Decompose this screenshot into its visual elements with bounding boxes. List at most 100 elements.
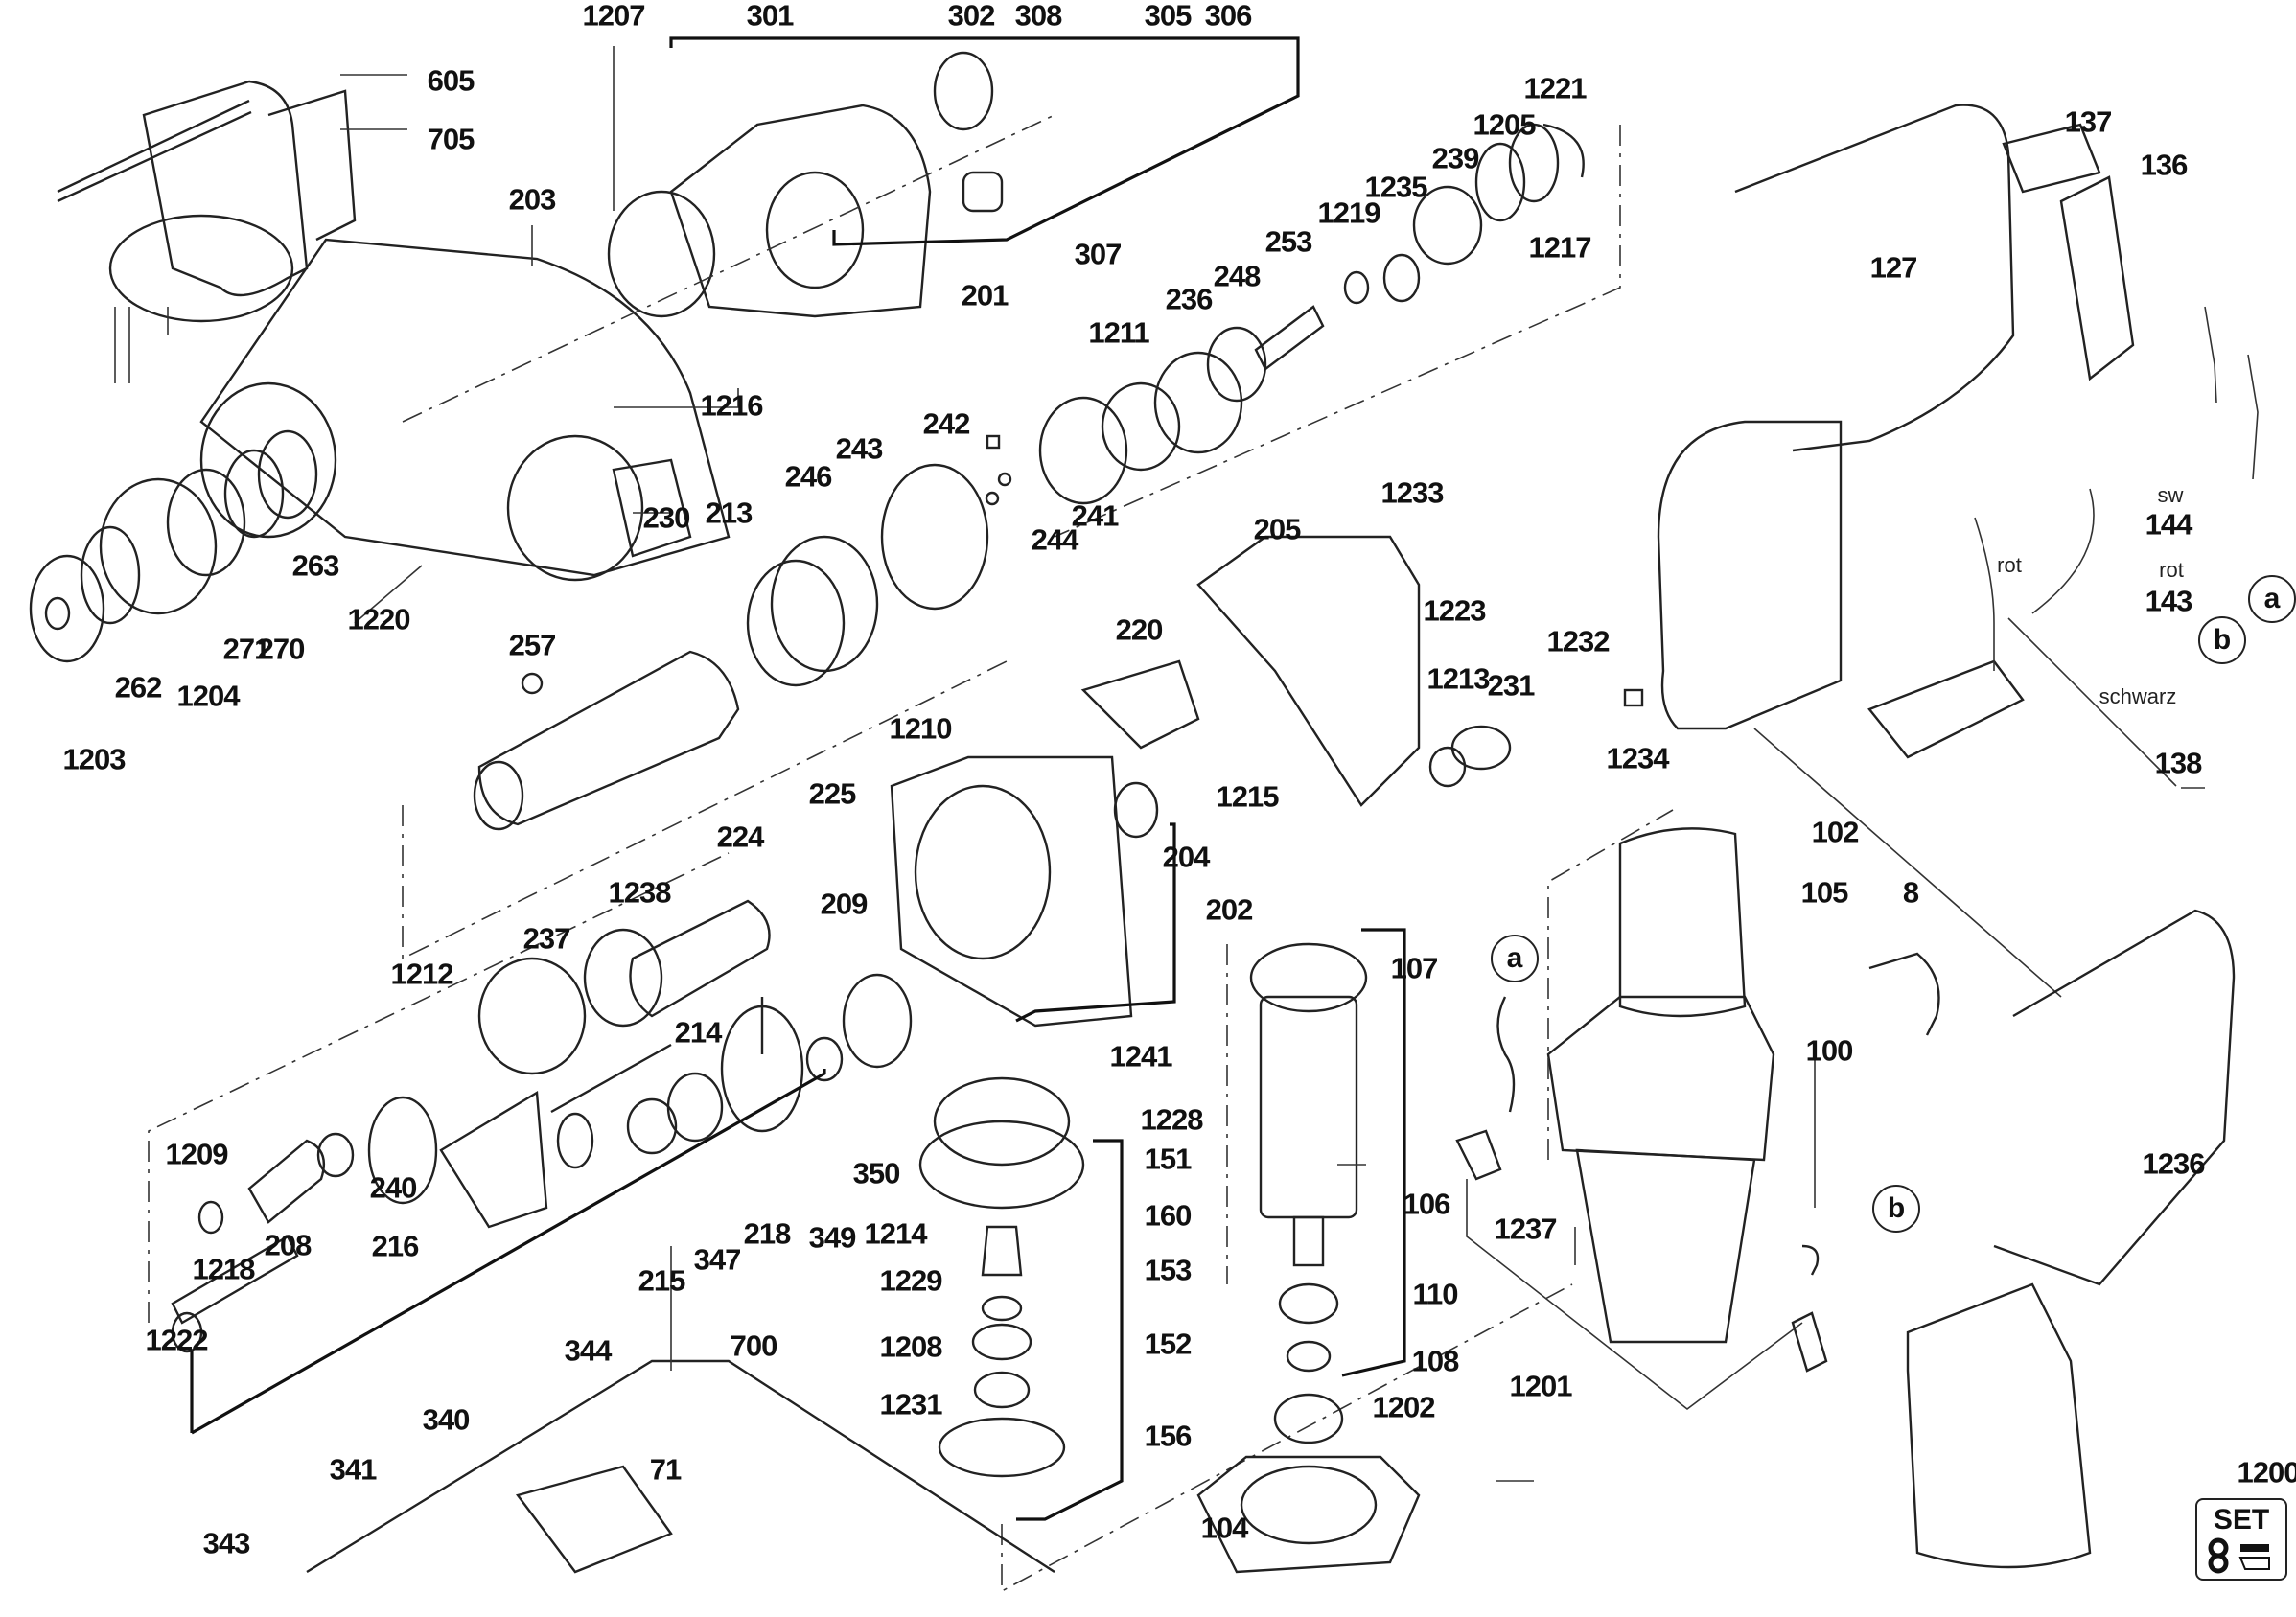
part-label: 1237 xyxy=(1494,1212,1558,1246)
part-label: 270 xyxy=(257,632,306,666)
wire-label-sw: sw xyxy=(2157,483,2184,507)
part-label: 110 xyxy=(1412,1277,1458,1311)
rear-handle xyxy=(1657,104,2259,1569)
part-label: 104 xyxy=(1200,1511,1249,1545)
part-label: 1228 xyxy=(1140,1102,1204,1137)
part-label: 1235 xyxy=(1364,170,1428,204)
part-label: 220 xyxy=(1115,612,1164,647)
part-label: 160 xyxy=(1144,1198,1193,1233)
part-label: 143 xyxy=(2145,584,2193,618)
part-label: 203 xyxy=(508,182,557,217)
part-label: 248 xyxy=(1213,259,1262,293)
part-label: 1200 xyxy=(2237,1455,2296,1490)
part-label: 136 xyxy=(2140,148,2189,182)
motor-housing xyxy=(1455,809,1940,1411)
part-label: 1214 xyxy=(864,1216,928,1251)
part-label: 239 xyxy=(1431,141,1480,175)
part-label: 106 xyxy=(1403,1187,1451,1221)
part-label: 208 xyxy=(264,1228,313,1262)
part-label: 137 xyxy=(2064,104,2113,139)
part-label: 341 xyxy=(329,1452,378,1487)
leader-lines xyxy=(340,46,1534,1482)
part-label: 201 xyxy=(961,278,1009,312)
part-label: 1218 xyxy=(192,1252,256,1286)
set-badge: SET xyxy=(2195,1498,2287,1581)
part-label: 1209 xyxy=(165,1137,229,1171)
part-label: 225 xyxy=(808,776,857,811)
part-label: 71 xyxy=(649,1452,682,1487)
part-label: 257 xyxy=(508,628,557,662)
part-label: 242 xyxy=(922,406,971,441)
part-label: 1211 xyxy=(1088,315,1149,350)
set-parts-icon xyxy=(2208,1537,2270,1574)
part-label: 8 xyxy=(1902,875,1919,910)
part-label: 209 xyxy=(820,887,869,921)
clutch-gears xyxy=(746,396,1128,687)
part-label: 1212 xyxy=(390,957,454,991)
part-label: 224 xyxy=(716,820,765,854)
part-label: 1231 xyxy=(879,1387,943,1421)
part-label: 213 xyxy=(705,496,754,530)
wire-label-schwarz: schwarz xyxy=(2099,684,2177,708)
impact-mechanism xyxy=(1054,123,1621,538)
part-label: 244 xyxy=(1031,522,1079,557)
part-label: 302 xyxy=(947,0,996,33)
part-label: 205 xyxy=(1253,512,1302,546)
part-label: 1236 xyxy=(2142,1146,2206,1181)
part-label: 214 xyxy=(674,1015,723,1050)
part-label: 344 xyxy=(564,1333,613,1368)
part-label: 1232 xyxy=(1546,624,1611,658)
part-label: 271 xyxy=(222,632,271,666)
connector-marker-b: b xyxy=(2198,616,2246,664)
part-label: 153 xyxy=(1144,1253,1193,1287)
part-label: 1213 xyxy=(1426,661,1491,696)
part-label: 202 xyxy=(1205,892,1254,927)
wire-label-rot-b: rot xyxy=(2159,558,2184,582)
part-label: 105 xyxy=(1800,875,1849,910)
intermediate-housing xyxy=(890,755,1176,1028)
part-label: 230 xyxy=(642,500,691,535)
part-label: 1222 xyxy=(145,1323,209,1357)
part-label: 1201 xyxy=(1509,1369,1573,1403)
part-label: 237 xyxy=(522,921,571,956)
part-label: 1223 xyxy=(1423,593,1487,628)
part-label: 306 xyxy=(1204,0,1253,33)
wire-label-rot-a: rot xyxy=(1997,553,2022,577)
part-label: 1216 xyxy=(700,388,764,423)
armature xyxy=(1196,928,1421,1574)
part-label: 100 xyxy=(1805,1033,1854,1068)
part-label: 156 xyxy=(1144,1419,1193,1453)
part-label: 138 xyxy=(2154,746,2203,780)
part-label: 1203 xyxy=(62,742,127,776)
connector-marker-a-lower: a xyxy=(1491,935,1539,982)
part-label: 1220 xyxy=(347,602,411,636)
carry-case xyxy=(306,1246,1055,1574)
part-label: 263 xyxy=(291,548,340,583)
part-label: 215 xyxy=(638,1263,686,1298)
part-label: 151 xyxy=(1144,1142,1193,1176)
connector-marker-a: a xyxy=(2248,575,2296,623)
part-label: 204 xyxy=(1162,840,1211,874)
part-label: 216 xyxy=(371,1229,420,1263)
part-label: 253 xyxy=(1264,224,1313,259)
part-label: 1238 xyxy=(608,875,672,910)
part-label: 236 xyxy=(1165,282,1214,316)
bevel-gear-assembly xyxy=(918,944,1573,1593)
part-label: 1208 xyxy=(879,1329,943,1364)
hammer-tube xyxy=(402,114,1055,960)
side-handle xyxy=(57,80,357,383)
part-label: 107 xyxy=(1390,951,1439,985)
part-label: 1210 xyxy=(889,711,953,746)
part-label: 301 xyxy=(746,0,795,33)
set-badge-text: SET xyxy=(2213,1504,2270,1536)
part-label: 102 xyxy=(1811,815,1860,849)
part-label: 1234 xyxy=(1606,741,1670,775)
part-label: 1215 xyxy=(1216,779,1280,814)
crank-cover xyxy=(1080,535,1644,807)
part-label: 700 xyxy=(730,1328,778,1363)
part-label: 246 xyxy=(784,459,833,494)
part-label: 243 xyxy=(835,431,884,466)
part-label: 1229 xyxy=(879,1263,943,1298)
part-label: 218 xyxy=(743,1216,792,1251)
